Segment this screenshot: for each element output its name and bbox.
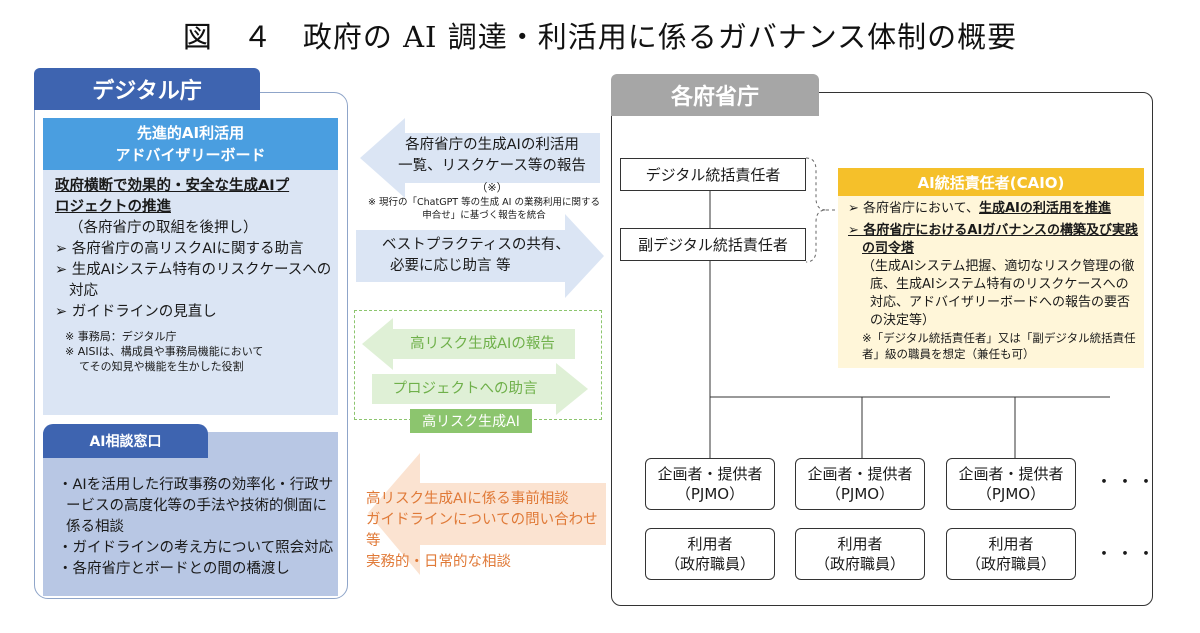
user-line2: （政府職員） <box>664 555 755 573</box>
caio-item-2-detail: （生成AIシステム把握、適切なリスク管理の徹底、生成AIシステム特有のリスクケー… <box>862 259 1135 328</box>
consult-item: ・ガイドラインの考え方について照会対応 <box>58 540 334 556</box>
project-advice-arrow <box>372 363 588 415</box>
report-line2-wrap: 一覧、リスクケース等の報告 （※） <box>392 156 592 198</box>
user-box: 利用者 （政府職員） <box>795 528 925 580</box>
digital-lead-box: デジタル統括責任者 <box>620 158 806 191</box>
project-advice-label: プロジェクトへの助言 <box>392 381 538 397</box>
ai-consult-body: ・AIを活用した行政事務の効率化・行政サービスの高度化等の手法や技術的側面に係る… <box>58 475 336 580</box>
planner-box: 企画者・提供者 （PJMO） <box>795 458 925 510</box>
planner-line2: （PJMO） <box>825 485 895 503</box>
planner-box: 企画者・提供者 （PJMO） <box>645 458 775 510</box>
promotion-heading-line1: 政府横断で効果的・安全な生成AIプ <box>55 178 290 194</box>
consult-item: ・各府省庁とボードとの間の橋渡し <box>58 561 290 577</box>
planner-line1: 企画者・提供者 <box>807 465 913 483</box>
advisory-board-header: 先進的AI利活用 アドバイザリーボード <box>43 118 338 170</box>
planner-box: 企画者・提供者 （PJMO） <box>946 458 1076 510</box>
ministries-panel <box>611 92 1153 606</box>
best-practice-label: ベストプラクティスの共有、 必要に応じ助言 等 <box>382 235 572 277</box>
ai-consult-box <box>43 432 338 596</box>
user-line1: 利用者 <box>988 535 1034 553</box>
advisory-board-body: 政府横断で効果的・安全な生成AIプ ロジェクトの推進 （各府省庁の取組を後押し）… <box>55 176 335 374</box>
high-risk-tag: 高リスク生成AI <box>410 409 532 433</box>
board-bullet: ➢ ガイドラインの見直し <box>55 304 217 320</box>
digital-agency-header: デジタル庁 <box>34 68 260 110</box>
planner-line1: 企画者・提供者 <box>958 465 1064 483</box>
caio-bracket <box>805 157 827 263</box>
caio-body: ➢ 各府省庁において、生成AIの利活用を推進 ➢ 各府省庁におけるAIガバナンス… <box>848 200 1140 362</box>
best-practice-line2: 必要に応じ助言 等 <box>390 258 511 274</box>
caio-header: AI統括責任者(CAIO) <box>838 168 1144 196</box>
deputy-digital-lead-box: 副デジタル統括責任者 <box>620 228 806 261</box>
board-note: てその知見や機能を生かした役割 <box>79 360 244 373</box>
report-line1: 各府省庁の生成AIの利活用 <box>405 137 579 153</box>
user-ellipsis: ・・・ <box>1095 544 1158 565</box>
high-risk-frame <box>354 310 602 420</box>
consultation-label: 高リスク生成AIに係る事前相談 ガイドラインについての問い合わせ等 実務的・日常… <box>366 489 606 573</box>
high-risk-report-arrow <box>362 318 575 370</box>
user-line1: 利用者 <box>837 535 883 553</box>
report-arrow-label: 各府省庁の生成AIの利活用 一覧、リスクケース等の報告 （※） <box>392 135 592 198</box>
planner-line1: 企画者・提供者 <box>657 465 763 483</box>
high-risk-report-label: 高リスク生成AIの報告 <box>410 336 555 352</box>
advisory-board-title-line2: アドバイザリーボード <box>115 146 266 164</box>
board-bullet: ➢ 各府省庁の高リスクAIに関する助言 <box>55 241 304 257</box>
planner-line2: （PJMO） <box>976 485 1046 503</box>
report-line2: 一覧、リスクケース等の報告 <box>398 158 586 174</box>
consultation-line3: 実務的・日常的な相談 <box>366 554 511 570</box>
promotion-heading-line2: ロジェクトの推進 <box>55 199 171 215</box>
user-line1: 利用者 <box>687 535 733 553</box>
best-practice-line1: ベストプラクティスの共有、 <box>382 237 570 253</box>
report-mark: （※） <box>476 181 508 194</box>
ministries-header: 各府省庁 <box>611 74 819 116</box>
board-note: ※ AISIは、構成員や事務局機能において <box>65 345 264 358</box>
best-practice-arrow <box>356 214 604 298</box>
consult-item: ・AIを活用した行政事務の効率化・行政サービスの高度化等の手法や技術的側面に係る… <box>58 477 334 535</box>
user-box: 利用者 （政府職員） <box>645 528 775 580</box>
report-arrow <box>360 118 600 198</box>
caio-item1-prefix: ➢ 各府省庁において、 <box>848 201 979 216</box>
report-footnote: ※ 現行の「ChatGPT 等の生成 AI の業務利用に関する申合せ」に基づく報… <box>368 197 600 221</box>
planner-line2: （PJMO） <box>675 485 745 503</box>
user-line2: （政府職員） <box>965 555 1056 573</box>
consultation-line1: 高リスク生成AIに係る事前相談 <box>366 491 569 507</box>
caio-item-2: ➢ 各府省庁におけるAIガバナンスの構築及び実践の司令塔 <box>848 223 1139 256</box>
caio-item-1: ➢ 各府省庁において、生成AIの利活用を推進 <box>848 200 1140 218</box>
diagram-title: 図 ４ 政府の AI 調達・利活用に係るガバナンス体制の概要 <box>182 20 1018 54</box>
caio-item1-bold: 生成AIの利活用を推進 <box>979 201 1111 216</box>
consultation-line2: ガイドラインについての問い合わせ等 <box>366 512 598 549</box>
user-box: 利用者 （政府職員） <box>946 528 1076 580</box>
promotion-subtext: （各府省庁の取組を後押し） <box>69 220 258 236</box>
ai-consult-header: AI相談窓口 <box>43 424 208 458</box>
planner-ellipsis: ・・・ <box>1095 472 1158 493</box>
consultation-arrow <box>368 453 606 575</box>
caio-box <box>838 168 1144 368</box>
user-line2: （政府職員） <box>814 555 905 573</box>
caio-note: ※「デジタル統括責任者」又は「副デジタル統括責任者」級の職員を想定（兼任も可） <box>862 331 1136 361</box>
advisory-board-title-line1: 先進的AI利活用 <box>136 124 245 142</box>
board-bullet: ➢ 生成AIシステム特有のリスクケースへの対応 <box>55 262 332 299</box>
board-note: ※ 事務局：デジタル庁 <box>65 330 177 343</box>
